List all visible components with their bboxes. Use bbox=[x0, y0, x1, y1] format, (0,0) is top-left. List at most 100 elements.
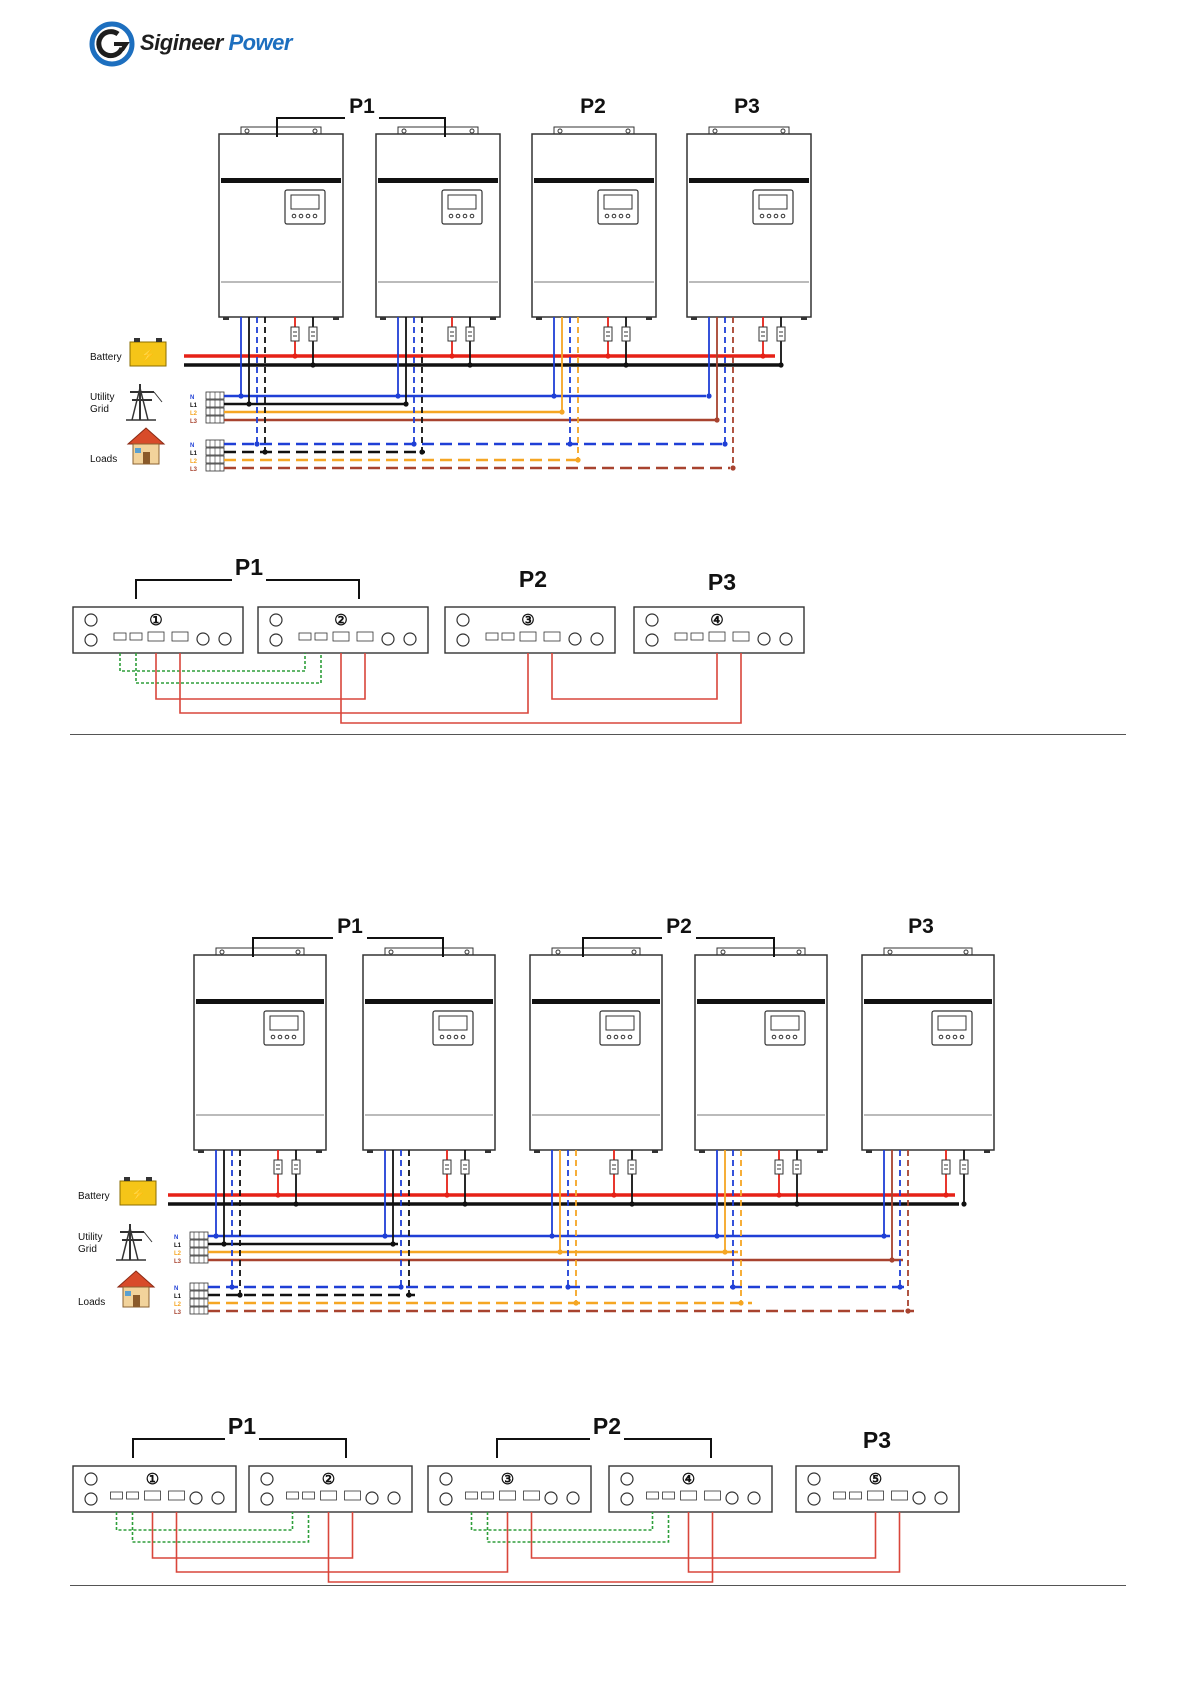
junction-dot bbox=[961, 1201, 966, 1206]
lcd-screen bbox=[270, 1016, 298, 1030]
dc-breaker bbox=[309, 327, 317, 341]
inverter-body bbox=[532, 134, 656, 317]
phase-group-label: P3 bbox=[734, 95, 760, 118]
current-share-port bbox=[321, 1491, 337, 1500]
inverter-body bbox=[219, 134, 343, 317]
current-share-port bbox=[333, 632, 349, 641]
junction-dot bbox=[237, 1292, 242, 1297]
junction-dot bbox=[623, 362, 628, 367]
junction-dot bbox=[573, 1300, 578, 1305]
battery-bolt-icon: ⚡ bbox=[141, 348, 156, 362]
phase-group-label: P1 bbox=[235, 554, 263, 580]
inverter-unit bbox=[532, 127, 656, 320]
unit-number: ② bbox=[322, 1471, 335, 1488]
junction-dot bbox=[549, 1233, 554, 1238]
junction-dot bbox=[213, 1233, 218, 1238]
junction-dot bbox=[730, 1284, 735, 1289]
inverter-unit bbox=[376, 127, 500, 320]
tower-icon bbox=[154, 392, 162, 402]
utility-grid-label: Grid bbox=[78, 1244, 97, 1255]
junction-dot bbox=[406, 1292, 411, 1297]
lcd-screen bbox=[604, 195, 632, 209]
phase-group-bracket bbox=[624, 1439, 711, 1458]
inverter-body bbox=[363, 955, 495, 1150]
phase-letter: L3 bbox=[190, 467, 198, 473]
phase-letter: L2 bbox=[174, 1302, 182, 1308]
foot bbox=[817, 1150, 823, 1153]
junction-dot bbox=[238, 393, 243, 398]
phase-letter: L1 bbox=[174, 1243, 182, 1249]
current-share-port bbox=[169, 1491, 185, 1500]
junction-dot bbox=[551, 393, 556, 398]
sync-cable bbox=[136, 653, 321, 683]
inverter-unit bbox=[219, 127, 343, 320]
phase-group-label: P1 bbox=[337, 915, 363, 938]
battery-terminal bbox=[124, 1177, 130, 1181]
unit-number: ⑤ bbox=[869, 1471, 882, 1488]
inverter-unit bbox=[363, 948, 495, 1153]
unit-number: ④ bbox=[682, 1471, 695, 1488]
phase-letter: L3 bbox=[174, 1310, 182, 1316]
junction-dot bbox=[262, 449, 267, 454]
current-share-port bbox=[705, 1491, 721, 1500]
junction-dot bbox=[776, 1192, 781, 1197]
sync-port bbox=[127, 1492, 139, 1499]
sync-port bbox=[303, 1492, 315, 1499]
unit-number: ④ bbox=[710, 612, 723, 629]
junction-dot bbox=[390, 1241, 395, 1246]
dc-breaker bbox=[793, 1160, 801, 1174]
current-share-port bbox=[145, 1491, 161, 1500]
junction-dot bbox=[629, 1201, 634, 1206]
junction-dot bbox=[722, 1249, 727, 1254]
inverter-stripe bbox=[365, 999, 493, 1004]
junction-dot bbox=[398, 1284, 403, 1289]
junction-dot bbox=[557, 1249, 562, 1254]
utility-grid-label: Grid bbox=[90, 404, 109, 415]
foot bbox=[866, 1150, 872, 1153]
lcd-screen bbox=[771, 1016, 799, 1030]
foot bbox=[316, 1150, 322, 1153]
inverter-unit bbox=[862, 948, 994, 1153]
current-share-port bbox=[868, 1491, 884, 1500]
sync-port bbox=[299, 633, 311, 640]
current-share-cable bbox=[532, 1512, 876, 1558]
inverter-stripe bbox=[534, 178, 654, 183]
foot bbox=[536, 317, 542, 320]
current-share-cable bbox=[177, 1512, 508, 1572]
inverter-unit bbox=[530, 948, 662, 1153]
foot bbox=[984, 1150, 990, 1153]
junction-dot bbox=[738, 1300, 743, 1305]
junction-dot bbox=[881, 1233, 886, 1238]
sync-cable bbox=[472, 1512, 653, 1530]
current-share-port bbox=[500, 1491, 516, 1500]
junction-dot bbox=[403, 401, 408, 406]
dc-breaker bbox=[777, 327, 785, 341]
phase-group-bracket bbox=[133, 1439, 225, 1458]
foot bbox=[534, 1150, 540, 1153]
current-share-port bbox=[345, 1491, 361, 1500]
phase-group-bracket bbox=[497, 1439, 590, 1458]
foot bbox=[333, 317, 339, 320]
lcd-screen bbox=[759, 195, 787, 209]
dc-breaker bbox=[775, 1160, 783, 1174]
unit-number: ③ bbox=[521, 612, 534, 629]
sync-port bbox=[466, 1492, 478, 1499]
sync-cable bbox=[120, 653, 305, 671]
inverter-stripe bbox=[532, 999, 660, 1004]
sync-port bbox=[287, 1492, 299, 1499]
current-share-port bbox=[520, 632, 536, 641]
battery-bolt-icon: ⚡ bbox=[131, 1187, 146, 1201]
junction-dot bbox=[275, 1192, 280, 1197]
phase-group-label: P2 bbox=[593, 1413, 621, 1439]
foot bbox=[699, 1150, 705, 1153]
dc-breaker bbox=[292, 1160, 300, 1174]
junction-dot bbox=[943, 1192, 948, 1197]
phase-letter: N bbox=[174, 1235, 178, 1241]
phase-letter: L1 bbox=[190, 403, 198, 409]
sync-port bbox=[315, 633, 327, 640]
loads-label: Loads bbox=[90, 454, 117, 465]
phase-letter: N bbox=[190, 443, 194, 449]
inverter-body bbox=[376, 134, 500, 317]
sync-port bbox=[850, 1492, 862, 1499]
sync-port bbox=[663, 1492, 675, 1499]
